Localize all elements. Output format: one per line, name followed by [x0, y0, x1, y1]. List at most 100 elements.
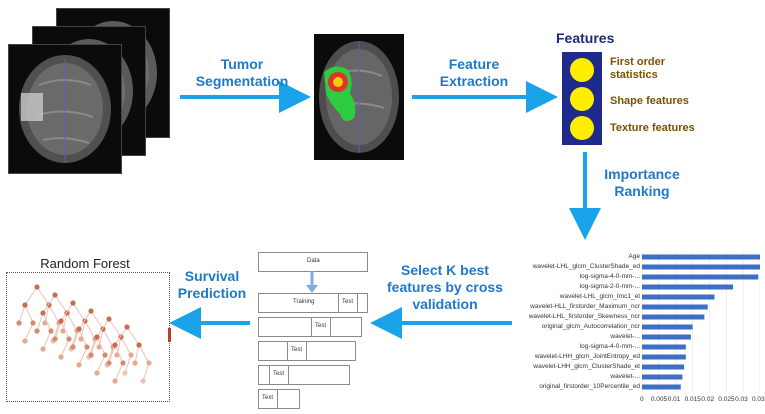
cv-fold-row: Test: [258, 341, 356, 361]
cv-test-segment: Text: [259, 390, 278, 408]
tree-node: [16, 320, 22, 326]
tree-node: [94, 370, 100, 376]
tree-node: [42, 320, 48, 326]
tree-node: [106, 316, 112, 322]
tree-edge: [72, 328, 80, 348]
chart-bar: [642, 274, 759, 280]
random-forest-marker: [168, 328, 171, 342]
feature-label-shape: Shape features: [610, 95, 689, 107]
chart-xtick-label: 0.02: [701, 396, 715, 403]
tree-edge: [54, 294, 68, 314]
cv-test-label: Test: [273, 371, 285, 377]
forest-trees: [16, 284, 152, 384]
tree-node: [52, 336, 58, 342]
chart-category-label: wavelet-LHL_glcm_ClusterShade_ed: [532, 263, 640, 270]
tree-edge: [108, 318, 122, 338]
chart-bar: [642, 374, 683, 380]
cv-data-box: Data: [258, 252, 368, 272]
segmented-mri: [314, 34, 404, 160]
cv-down-arrow: [306, 271, 318, 293]
tree-edge: [48, 304, 60, 324]
tree-edge: [90, 336, 98, 356]
cv-test-label: Text: [262, 395, 274, 401]
chart-xtick-label: 0.005: [650, 396, 668, 403]
chart-bar: [642, 264, 760, 270]
tree-edge: [54, 320, 62, 340]
tree-node: [40, 346, 46, 352]
step-label-selection: Select K best features by cross validati…: [387, 262, 503, 312]
tree-node: [124, 324, 130, 330]
tree-node: [122, 370, 128, 376]
tree-node: [146, 360, 152, 366]
step-label-extraction: Feature Extraction: [439, 56, 509, 89]
tree-node: [22, 338, 28, 344]
step-label-prediction: Survival Prediction: [177, 268, 247, 301]
tree-node: [58, 318, 64, 324]
tree-edge: [96, 336, 106, 356]
cv-test-label: Test: [291, 347, 303, 353]
tree-edge: [134, 344, 140, 364]
tree-edge: [66, 312, 78, 332]
tree-node: [88, 352, 94, 358]
tree-node: [78, 336, 84, 342]
tree-node: [88, 308, 94, 314]
tree-edge: [124, 354, 132, 374]
tree-edge: [120, 336, 132, 356]
chart-xtick-label: 0.025: [718, 396, 735, 403]
chart-category-label: wavelet-LHL_firstorder_Skewness_ncr: [528, 313, 640, 320]
chart-category-label: Age: [628, 253, 640, 260]
tree-edge: [96, 354, 106, 374]
chart-bar: [642, 334, 691, 340]
cv-training-label: Training: [293, 299, 315, 305]
chart-category-label: wavelet-...: [610, 373, 640, 380]
random-forest-title: Random Forest: [40, 256, 130, 271]
cv-test-segment: Test: [338, 294, 358, 312]
tree-node: [22, 302, 28, 308]
random-forest-box: [6, 272, 170, 402]
chart-bar: [642, 324, 693, 330]
tree-edge: [24, 286, 38, 306]
tree-edge: [18, 304, 26, 324]
chart-bar: [642, 254, 760, 260]
tree-edge: [72, 302, 86, 322]
chart-category-label: original_firstorder_10Percentile_ed: [539, 383, 640, 390]
tree-node: [94, 334, 100, 340]
tree-edge: [24, 304, 34, 324]
features-title: Features: [556, 30, 615, 46]
tree-edge: [108, 344, 116, 364]
tree-edge: [36, 286, 50, 306]
tree-edge: [24, 322, 34, 342]
tree-node: [120, 360, 126, 366]
cv-fold-row: Test: [258, 365, 350, 385]
chart-xtick-label: 0.015: [684, 396, 701, 403]
chart-xtick-label: 0: [640, 396, 644, 403]
tree-edge: [78, 346, 88, 366]
tree-node: [112, 378, 118, 384]
tree-edge: [138, 344, 150, 364]
feature-dot: [570, 116, 594, 140]
tree-node: [96, 344, 102, 350]
tree-edge: [60, 302, 74, 322]
importance-chart: Age wavelet-LHL_glcm_ClusterShade_ed log-s…: [520, 244, 765, 410]
tree-node: [70, 344, 76, 350]
chart-category-label: wavelet-LHH_glcm_JointEntropy_ed: [534, 353, 640, 360]
chart-bar: [642, 314, 705, 320]
tree-edge: [102, 328, 114, 348]
chart-bar: [642, 354, 686, 360]
tree-edge: [114, 326, 128, 346]
tree-edge: [42, 312, 52, 332]
chart-xtick-label: 0.01: [667, 396, 681, 403]
tree-node: [84, 344, 90, 350]
cv-fold-row: Test: [258, 317, 362, 337]
tree-node: [114, 352, 120, 358]
tree-node: [136, 342, 142, 348]
tree-node: [140, 378, 146, 384]
feature-dot: [570, 87, 594, 111]
chart-category-label: log-sigma-4-0-mm-...: [579, 273, 640, 280]
tree-edge: [36, 312, 44, 332]
chart-bar: [642, 364, 685, 370]
tree-node: [76, 362, 82, 368]
cv-test-segment: Test: [311, 318, 331, 336]
